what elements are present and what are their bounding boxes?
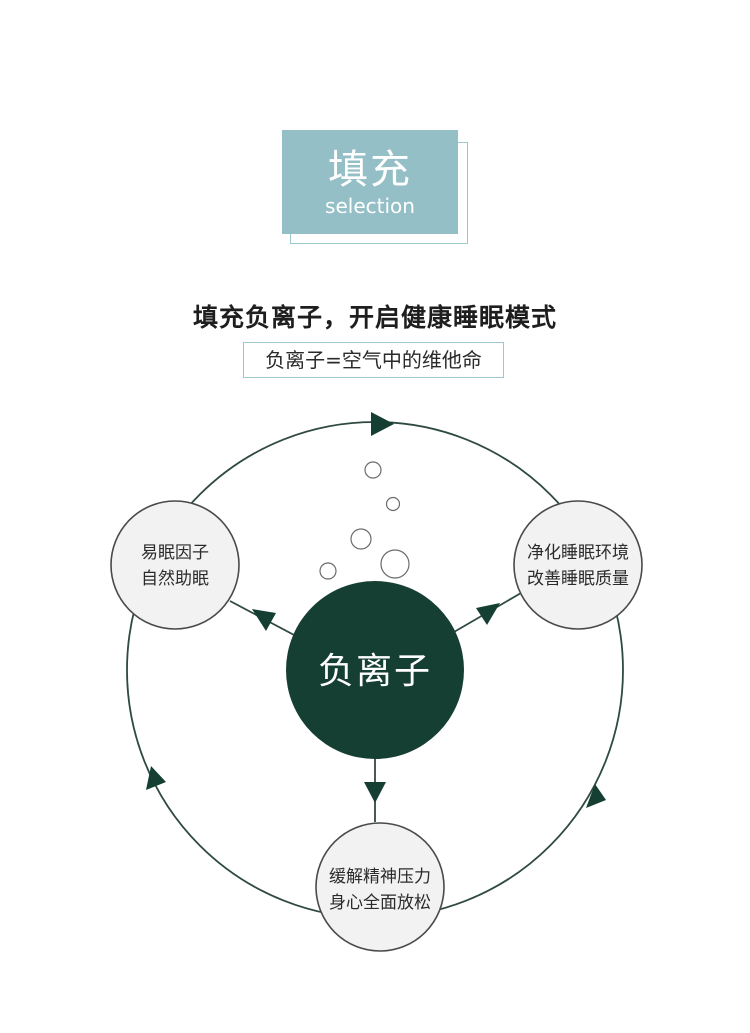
spoke-arrow-right (476, 603, 500, 625)
section-title-en: selection (325, 194, 415, 218)
bubble (350, 528, 372, 550)
spoke-arrow-left (252, 609, 276, 631)
badge-fill (282, 130, 458, 234)
node-left (110, 500, 240, 630)
section-title-cn: 填充 (328, 147, 412, 193)
node-bottom-line2: 身心全面放松 (329, 893, 431, 913)
section-title-badge: 填充 selection (282, 130, 470, 246)
bubble (380, 549, 410, 579)
subheadline: 负离子=空气中的维他命 (265, 348, 482, 372)
node-left-line1: 易眠因子 (141, 543, 209, 563)
spoke-arrow-bottom (364, 782, 386, 803)
subheadline-box: 负离子=空气中的维他命 (243, 342, 504, 378)
bubble (319, 562, 337, 580)
center-label: 负离子 (318, 651, 432, 692)
node-bottom-line1: 缓解精神压力 (329, 867, 431, 887)
node-right-line1: 净化睡眠环境 (527, 543, 629, 563)
node-right-line2: 改善睡眠质量 (527, 569, 629, 589)
ring-arrow-top (371, 412, 394, 436)
center-node (286, 581, 464, 759)
ring-arrow-left (146, 766, 166, 790)
headline: 填充负离子，开启健康睡眠模式 (192, 303, 557, 332)
node-left-line2: 自然助眠 (141, 569, 209, 589)
node-bottom (315, 822, 445, 952)
bubble (364, 461, 382, 479)
node-right (513, 500, 643, 630)
bubble (385, 496, 401, 512)
ring-arrow-right (586, 784, 606, 808)
